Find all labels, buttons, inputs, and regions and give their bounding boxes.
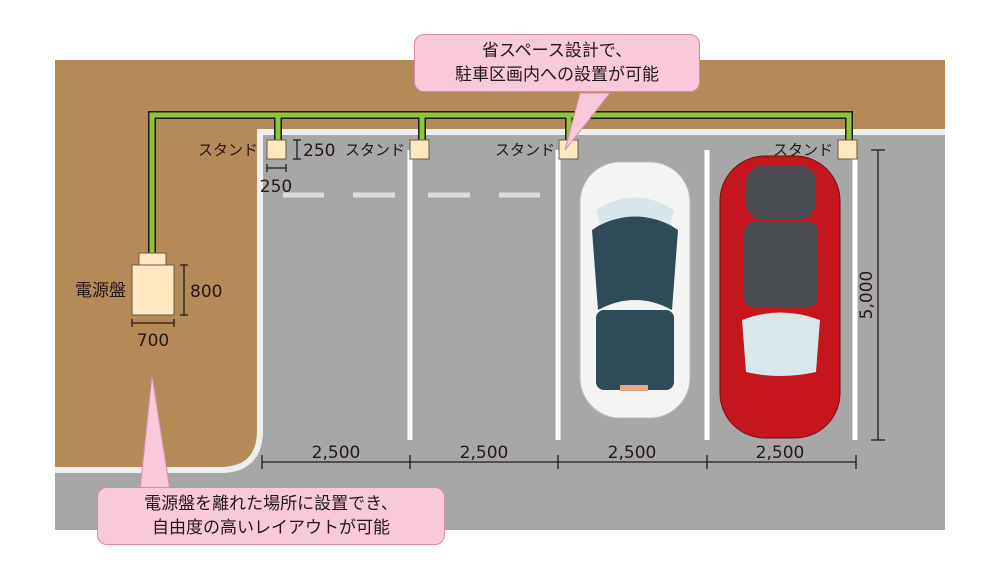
parking-bay-lines (407, 150, 858, 440)
red-car (719, 155, 841, 439)
stand-label-2: スタンド (345, 141, 405, 159)
power-panel (131, 252, 175, 316)
space-width-4: 2,500 (756, 443, 805, 463)
top-callout-pointer (564, 92, 612, 151)
top-callout: 省スペース設計で、 駐車区画内への設置が可能 (414, 34, 700, 92)
cable (148, 111, 853, 256)
space-width-2: 2,500 (460, 443, 509, 463)
space-width-1: 2,500 (312, 443, 361, 463)
dimension-lines (131, 139, 885, 469)
ground-area (55, 60, 945, 472)
stand-4 (837, 139, 858, 160)
space-width-3: 2,500 (608, 443, 657, 463)
top-callout-line2: 駐車区画内への設置が可能 (455, 65, 659, 85)
bottom-callout-line1: 電源盤を離れた場所に設置でき、 (144, 494, 398, 514)
stand-2 (409, 139, 430, 160)
stand-label-3: スタンド (495, 141, 555, 159)
curb-line (55, 129, 945, 473)
panel-label: 電源盤 (75, 281, 126, 301)
white-car (579, 161, 691, 419)
stand-label-1: スタンド (198, 141, 258, 159)
top-callout-line1: 省スペース設計で、 (481, 41, 633, 61)
space-length-label: 5,000 (857, 271, 877, 320)
stand-width-label: 250 (260, 177, 292, 197)
panel-width-label: 700 (137, 331, 169, 351)
stand-label-4: スタンド (773, 141, 833, 159)
stand-1 (266, 139, 287, 160)
bottom-callout: 電源盤を離れた場所に設置でき、 自由度の高いレイアウトが可能 (97, 487, 445, 545)
panel-height-label: 800 (190, 282, 222, 302)
stand-depth-label: 250 (303, 141, 335, 161)
bottom-callout-line2: 自由度の高いレイアウトが可能 (152, 518, 390, 538)
